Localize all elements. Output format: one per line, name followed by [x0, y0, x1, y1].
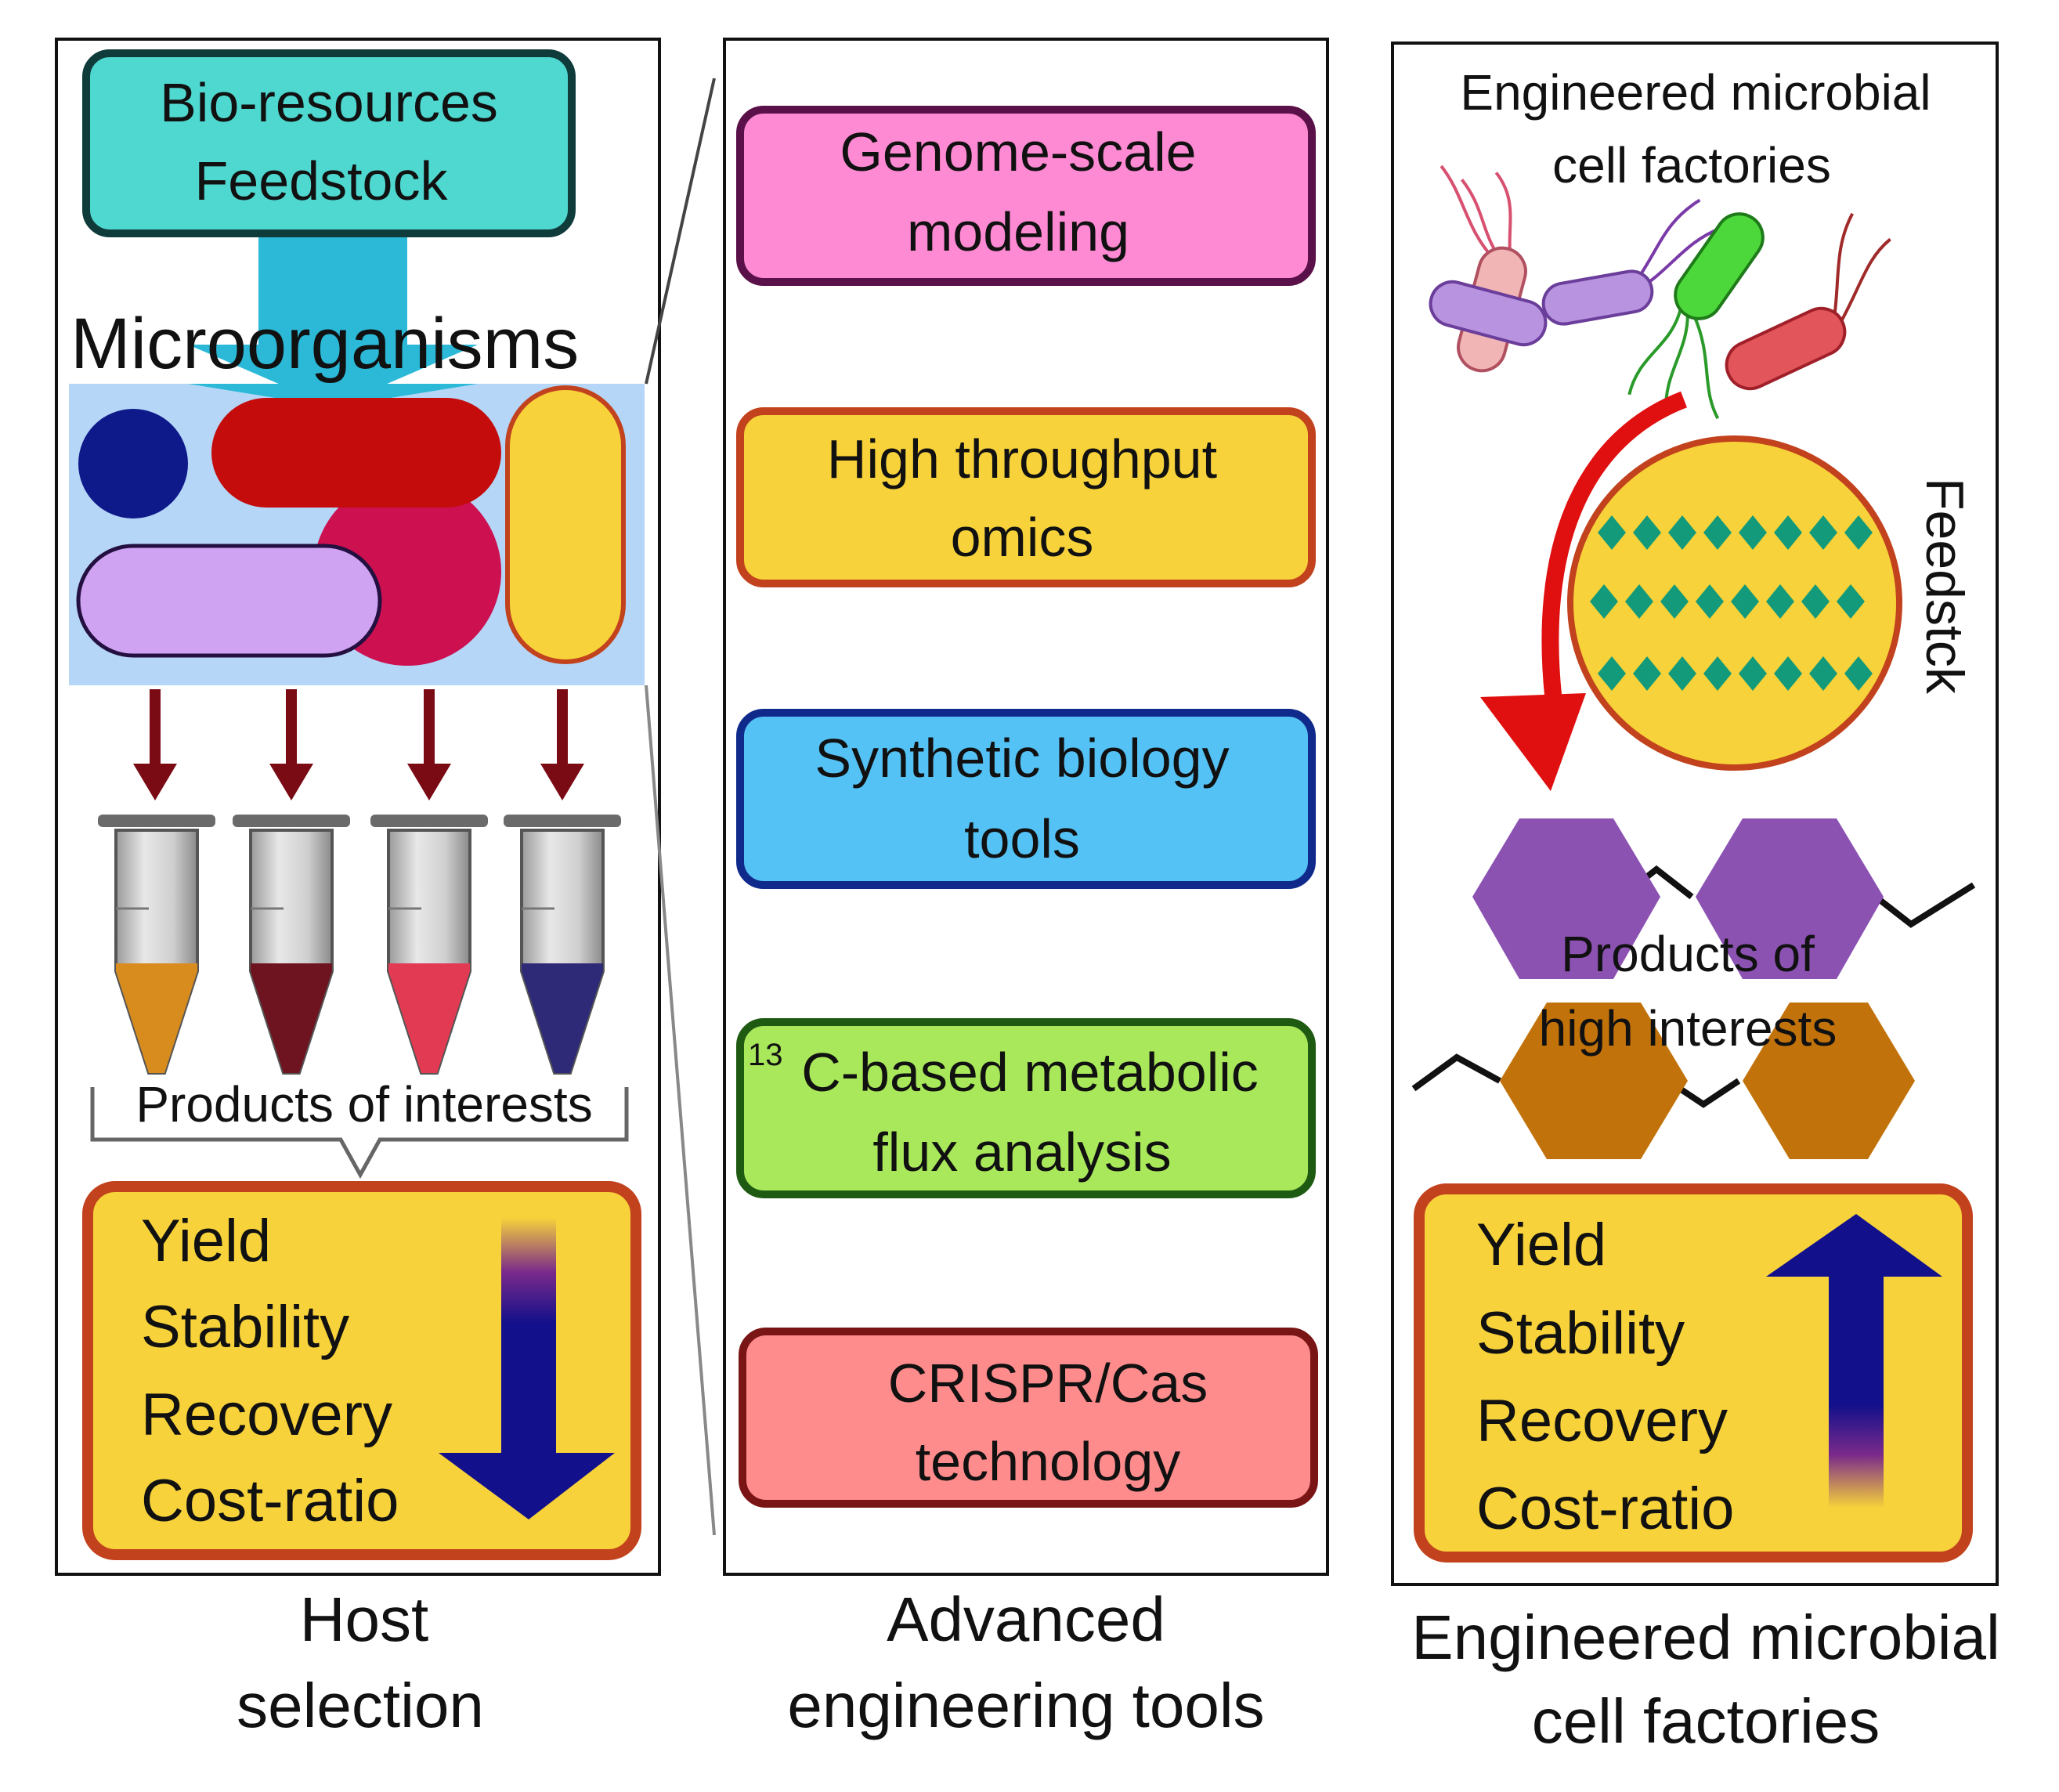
- cell-factories-title-line2: cell factories: [1552, 137, 1831, 193]
- feedstock-vertical-label: Feedstck: [1915, 478, 1974, 695]
- tool-5-line2: technology: [916, 1431, 1181, 1492]
- polymer-row: [1598, 515, 1873, 550]
- tool-1-line1: Genome-scale: [840, 121, 1196, 182]
- tool-2-line1: High throughput: [827, 428, 1217, 490]
- metric-recovery: Recovery: [1476, 1388, 1728, 1454]
- zoom-line-top: [645, 78, 716, 385]
- microorganisms-label: Microorganisms: [70, 304, 579, 384]
- tool-genome-scale-modeling: Genome-scale modeling: [736, 106, 1316, 286]
- test-tube-icon: [370, 815, 488, 1075]
- metric-cost-ratio: Cost-ratio: [1476, 1476, 1734, 1542]
- feedstock-arrow-tip: [188, 384, 478, 407]
- polymer-chain-icon: [1590, 515, 1873, 691]
- tool-4-line1: C-based metabolic: [801, 1042, 1259, 1103]
- products-of-interests-label: Products of interests: [135, 1076, 592, 1133]
- curved-arrow-head: [1480, 693, 1586, 791]
- tool-4-superscript: 13: [748, 1038, 783, 1072]
- panel-engineering-tools: Genome-scale modeling High throughput om…: [723, 38, 1329, 1740]
- cell-factories-title-line1: Engineered microbial: [1460, 64, 1931, 121]
- arrow-head: [269, 764, 313, 800]
- tool-box-1: [736, 106, 1316, 286]
- tool-box-5: [739, 1328, 1318, 1508]
- caption-factories-line1: Engineered microbial: [1411, 1602, 2000, 1672]
- bacterium-icon: [1627, 212, 1765, 420]
- hexagon-icon: [1743, 1003, 1915, 1159]
- tool-4-line2: flux analysis: [872, 1122, 1171, 1183]
- zoom-line-bottom: [645, 685, 716, 1536]
- tool-box-2: [736, 407, 1316, 587]
- products-bracket: [90, 1087, 629, 1180]
- feedstock-line2: Feedstock: [195, 150, 449, 211]
- rod-bacterium-red-icon: [211, 398, 501, 508]
- test-tube-icon: [504, 815, 621, 1075]
- tool-3-line2: tools: [964, 808, 1080, 869]
- bacterium-icon: [1725, 212, 1891, 391]
- polymer-row: [1590, 584, 1865, 619]
- test-tube-icon: [98, 815, 215, 1075]
- panel-right-frame: [1391, 42, 1999, 1586]
- caption-host-line1: Host: [300, 1584, 429, 1654]
- decrease-arrow-icon: [439, 1218, 615, 1519]
- bacterium-icon: [1429, 280, 1548, 347]
- feedstock-line1: Bio-resources: [160, 72, 498, 133]
- tool-5-line1: CRISPR/Cas: [888, 1353, 1208, 1414]
- rod-bacterium-yellow-icon: [505, 385, 626, 664]
- tool-box-3: [736, 709, 1316, 889]
- hexagon-link: [1873, 882, 1976, 928]
- tool-box-4: [736, 1018, 1316, 1198]
- caption-factories-line2: cell factories: [1532, 1686, 1880, 1756]
- tool-synthetic-biology: Synthetic biology tools: [736, 709, 1316, 889]
- products-high-interests-line2: high interests: [1539, 1000, 1837, 1057]
- tool-3-line1: Synthetic biology: [815, 728, 1229, 789]
- caption-tools-line2: engineering tools: [787, 1671, 1264, 1740]
- tool-crispr-cas: CRISPR/Cas technology: [739, 1328, 1318, 1508]
- caption-host-line2: selection: [237, 1671, 484, 1740]
- tool-1-line2: modeling: [907, 201, 1129, 262]
- coccus-icon: [78, 409, 188, 518]
- rod-bacterium-lilac-icon: [76, 544, 382, 658]
- hexagon-icon: [1696, 818, 1884, 979]
- increase-arrow-icon: [1766, 1214, 1942, 1508]
- arrow-head: [407, 764, 451, 800]
- metric-yield: Yield: [141, 1208, 271, 1274]
- panel-host-selection: Bio-resources Feedstock Microorganisms: [55, 38, 661, 1740]
- tool-high-throughput-omics: High throughput omics: [736, 407, 1316, 587]
- panel-left-frame: [55, 38, 661, 1576]
- metric-recovery: Recovery: [141, 1382, 392, 1448]
- hexagon-link: [1411, 1053, 1501, 1092]
- products-high-interests-line1: Products of: [1561, 926, 1815, 982]
- metric-cost-ratio: Cost-ratio: [141, 1468, 399, 1534]
- feedstock-down-arrow: [188, 235, 478, 407]
- metric-yield: Yield: [1476, 1212, 1606, 1278]
- curved-arrow-icon: [1541, 391, 1687, 710]
- arrow-head: [540, 764, 584, 800]
- bacterium-icon: [1541, 198, 1721, 326]
- test-tube-icon: [233, 815, 350, 1075]
- product-arrows: [133, 689, 584, 800]
- panel-cell-factories: Engineered microbial cell factories: [1391, 42, 2000, 1756]
- arrow-head: [133, 764, 177, 800]
- feedstock-box: [82, 49, 576, 237]
- hexagon-icon: [1472, 818, 1660, 979]
- caption-tools-line1: Advanced: [887, 1584, 1165, 1654]
- tool-2-line2: omics: [951, 507, 1094, 568]
- hexagon-icon: [1500, 1003, 1688, 1159]
- panel-middle-frame: [723, 38, 1329, 1576]
- tool-13c-flux-analysis: 13 C-based metabolic flux analysis: [736, 1018, 1316, 1198]
- metric-stability: Stability: [141, 1294, 349, 1360]
- metric-stability: Stability: [1476, 1300, 1685, 1367]
- polymer-row: [1598, 656, 1873, 691]
